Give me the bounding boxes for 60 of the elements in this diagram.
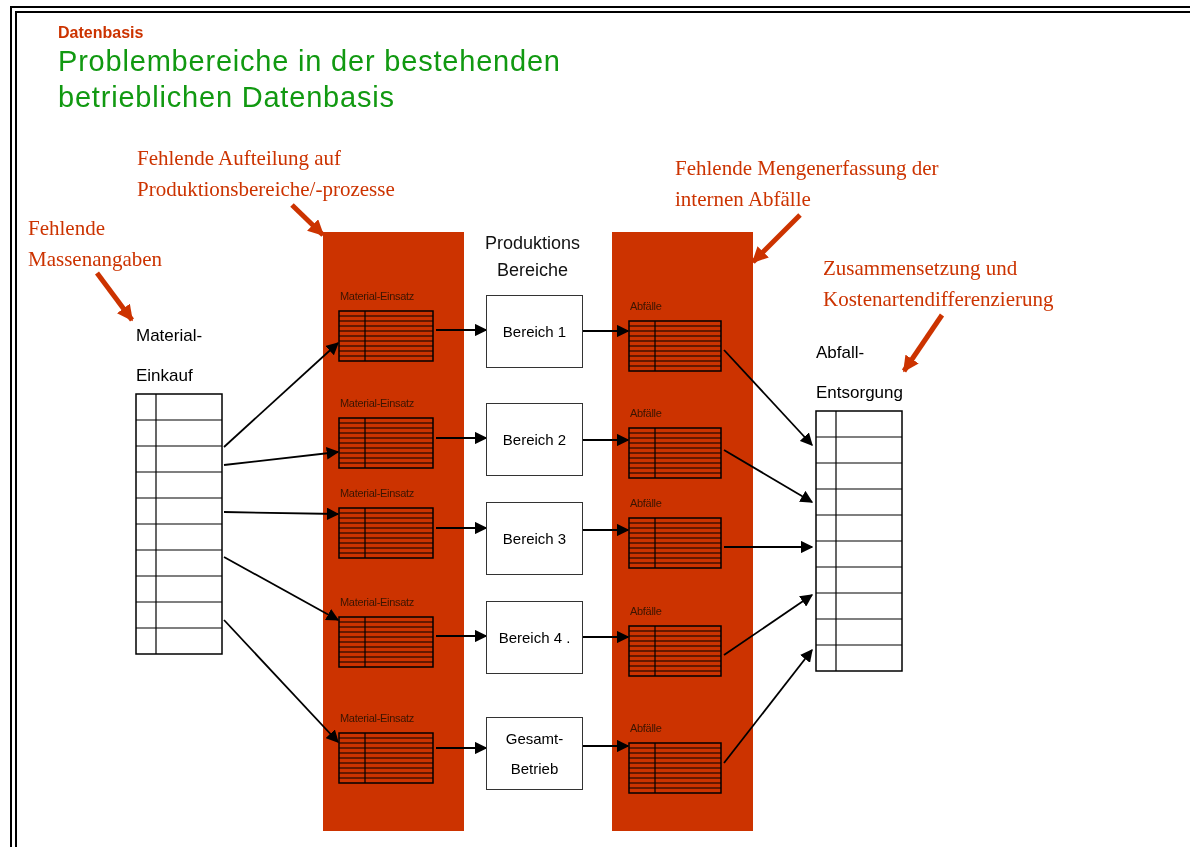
highlight-band (323, 232, 464, 831)
column-heading: Produktions Bereiche (483, 232, 582, 282)
process-box: Bereich 1 (486, 295, 583, 368)
data-table (628, 497, 724, 569)
process-box: Bereich 4 . (486, 601, 583, 674)
data-table (338, 397, 436, 471)
table-label: Abfälle (630, 407, 662, 419)
arrow (723, 349, 813, 446)
arrow (723, 594, 814, 656)
data-table (628, 407, 724, 479)
table-label: Material-Einsatz (340, 596, 415, 608)
table-label: Abfälle (630, 497, 662, 509)
data-table (338, 596, 436, 670)
arrow (582, 630, 630, 644)
table-label: Abfälle (630, 722, 662, 734)
data-table (628, 605, 724, 677)
arrow (223, 447, 340, 466)
arrow (435, 521, 488, 535)
arrow (223, 507, 340, 521)
data-table (338, 487, 436, 561)
arrow (435, 741, 488, 755)
arrow (223, 342, 339, 448)
callout-text: Fehlende Aufteilung auf Produktionsbereiche/-prozesse (137, 143, 472, 205)
data-table (338, 712, 436, 786)
arrow (723, 649, 813, 764)
arrow (582, 739, 630, 753)
process-box: Bereich 2 (486, 403, 583, 476)
title: Problembereiche in der bestehenden betrieblichen Datenbasis (58, 44, 562, 115)
highlight-band (612, 232, 753, 831)
callout-arrow (290, 203, 325, 237)
arrow (223, 556, 340, 621)
table-heading: Abfall- Entsorgung (816, 342, 904, 404)
callout-text: Fehlende Mengenerfassung der internen Abfälle (675, 153, 975, 215)
table-label: Material-Einsatz (340, 290, 415, 302)
data-table (338, 290, 436, 364)
callout-arrow (751, 213, 802, 264)
callout-text: Zusammensetzung und Kostenartendifferenzierung (823, 253, 1123, 315)
callout-text: Fehlende Massenangaben (28, 213, 208, 275)
table-label: Material-Einsatz (340, 712, 415, 724)
arrow (435, 629, 488, 643)
table-label: Abfälle (630, 605, 662, 617)
process-box: Gesamt- Betrieb (486, 717, 583, 790)
arrow (582, 324, 630, 338)
section-label: Datenbasis (58, 24, 144, 42)
arrow (582, 523, 630, 537)
table-label: Material-Einsatz (340, 487, 415, 499)
arrow (435, 323, 488, 337)
table-label: Material-Einsatz (340, 397, 415, 409)
callout-arrow (95, 271, 134, 322)
arrow (723, 449, 814, 503)
arrow (223, 619, 339, 743)
process-box: Bereich 3 (486, 502, 583, 575)
callout-arrow (901, 313, 945, 373)
arrow (435, 431, 488, 445)
table-heading: Material- Einkauf (136, 325, 204, 387)
arrow (723, 540, 814, 554)
table-label: Abfälle (630, 300, 662, 312)
arrow (582, 433, 630, 447)
data-table (628, 300, 724, 372)
data-table (628, 722, 724, 794)
